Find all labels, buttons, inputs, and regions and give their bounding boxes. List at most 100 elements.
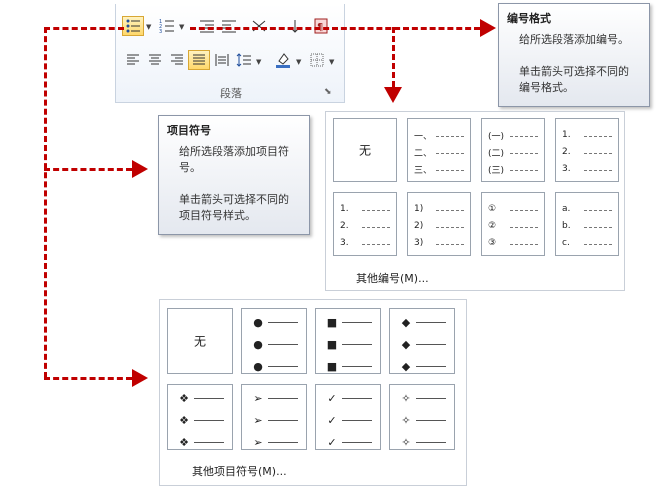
more-bullets-link[interactable]: 其他项目符号(M)... xyxy=(192,465,287,478)
bullet-row: ● xyxy=(248,315,298,329)
arrow-head-icon xyxy=(132,160,148,178)
bullet-marker: ✧ xyxy=(401,391,411,405)
bullet-style-cell[interactable]: ■■■ xyxy=(315,308,381,374)
bullet-row: ➢ xyxy=(248,413,298,427)
numbering-none-cell[interactable]: 无 xyxy=(333,118,397,182)
sort-icon[interactable] xyxy=(284,16,306,36)
dialog-launcher-icon[interactable]: ⬊ xyxy=(324,87,332,97)
bullet-style-cell[interactable]: ➢➢➢ xyxy=(241,384,307,450)
tooltip-title: 项目符号 xyxy=(167,124,211,137)
arrow-line xyxy=(44,168,132,171)
numbering-row: 二、 xyxy=(414,146,464,159)
numbering-row: 3. xyxy=(340,237,390,249)
number-marker: c. xyxy=(562,238,570,248)
bullet-marker: ➢ xyxy=(253,391,263,405)
bullet-row: ■ xyxy=(322,359,372,373)
number-marker: 二、 xyxy=(414,148,433,159)
number-marker: a. xyxy=(562,204,571,214)
placeholder-line xyxy=(436,169,464,171)
numbering-style-cell[interactable]: 1.2.3. xyxy=(555,118,619,182)
align-center-icon[interactable] xyxy=(144,50,166,70)
bullets-icon[interactable] xyxy=(122,16,144,36)
bullet-style-cell[interactable]: ◆◆◆ xyxy=(389,308,455,374)
bullet-style-cell[interactable]: ✧✧✧ xyxy=(389,384,455,450)
placeholder-line xyxy=(194,397,224,399)
group-label: 段落 xyxy=(220,87,242,100)
number-marker: (一) xyxy=(488,131,505,142)
none-label: 无 xyxy=(358,143,371,158)
bullet-row: ✧ xyxy=(396,413,446,427)
numbering-row: 2. xyxy=(340,220,390,232)
align-right-icon[interactable] xyxy=(166,50,188,70)
bullet-marker: ➢ xyxy=(253,413,263,427)
numbering-row: ③ xyxy=(488,237,538,249)
placeholder-line xyxy=(342,365,372,367)
bullets-dropdown-icon[interactable]: ▼ xyxy=(146,23,152,31)
numbering-row: (一) xyxy=(488,129,538,142)
numbering-row: b. xyxy=(562,220,612,232)
borders-dropdown-icon[interactable]: ▼ xyxy=(329,58,335,66)
bullet-marker: ❖ xyxy=(179,413,189,427)
placeholder-line xyxy=(342,321,372,323)
numbering-row: 一、 xyxy=(414,129,464,142)
numbering-row: (三) xyxy=(488,163,538,176)
increase-indent-icon[interactable] xyxy=(218,16,240,36)
chinese-layout-icon[interactable] xyxy=(248,16,270,36)
bullet-row: ◆ xyxy=(396,315,446,329)
bullet-none-cell[interactable]: 无 xyxy=(167,308,233,374)
bullet-marker: ■ xyxy=(326,359,338,373)
placeholder-line xyxy=(436,243,464,245)
placeholder-line xyxy=(268,419,298,421)
numbering-row: c. xyxy=(562,237,612,249)
bullet-style-cell[interactable]: ❖❖❖ xyxy=(167,384,233,450)
placeholder-line xyxy=(584,152,612,154)
bullet-marker: ◆ xyxy=(401,337,411,351)
number-marker: 1. xyxy=(340,204,349,214)
bullet-style-cell[interactable]: ● ● ● xyxy=(241,308,307,374)
bullet-style-cell[interactable]: ✓✓✓ xyxy=(315,384,381,450)
numbering-style-cell[interactable]: 1)2)3) xyxy=(407,192,471,256)
shading-icon[interactable] xyxy=(272,50,294,70)
justify-icon[interactable] xyxy=(188,50,210,70)
align-left-icon[interactable] xyxy=(122,50,144,70)
numbering-row: 1. xyxy=(562,129,612,141)
placeholder-line xyxy=(584,135,612,137)
numbering-dropdown-icon[interactable]: ▼ xyxy=(179,23,185,31)
line-spacing-dropdown-icon[interactable]: ▼ xyxy=(256,58,262,66)
placeholder-line xyxy=(416,321,446,323)
number-marker: 3. xyxy=(340,238,349,248)
bullet-row: ■ xyxy=(322,337,372,351)
shading-dropdown-icon[interactable]: ▼ xyxy=(296,58,302,66)
distributed-icon[interactable] xyxy=(211,50,233,70)
more-numbering-link[interactable]: 其他编号(M)... xyxy=(356,272,429,285)
placeholder-line xyxy=(268,343,298,345)
number-marker: 2. xyxy=(340,221,349,231)
placeholder-line xyxy=(584,226,612,228)
number-marker: (二) xyxy=(488,148,505,159)
placeholder-line xyxy=(510,169,538,171)
tooltip-title: 编号格式 xyxy=(507,12,551,25)
numbering-style-cell[interactable]: (一) (二) (三) xyxy=(481,118,545,182)
placeholder-line xyxy=(584,209,612,211)
decrease-indent-icon[interactable] xyxy=(196,16,218,36)
numbering-style-cell[interactable]: 一、二、三、 xyxy=(407,118,471,182)
borders-icon[interactable] xyxy=(306,50,328,70)
show-marks-icon[interactable]: ¶ xyxy=(310,16,332,36)
numbering-style-cell[interactable]: a. b. c. xyxy=(555,192,619,256)
numbering-style-cell[interactable]: 1. 2. 3. xyxy=(333,192,397,256)
number-marker: 2) xyxy=(414,221,424,231)
number-marker: ② xyxy=(488,221,497,231)
bullet-row: ❖ xyxy=(174,413,224,427)
placeholder-line xyxy=(510,209,538,211)
line-spacing-icon[interactable] xyxy=(233,50,255,70)
bullet-row: ✓ xyxy=(322,435,372,449)
number-marker: ③ xyxy=(488,238,497,248)
bullet-row: ● xyxy=(248,337,298,351)
placeholder-line xyxy=(342,343,372,345)
placeholder-line xyxy=(510,135,538,137)
bullet-marker: ● xyxy=(253,359,263,373)
